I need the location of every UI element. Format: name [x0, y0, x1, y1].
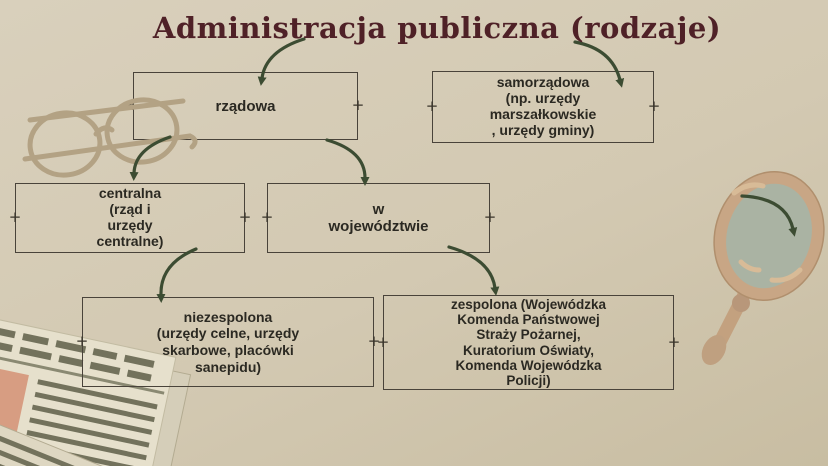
connector-anchor-icon: + — [647, 96, 661, 115]
page-title: Administracja publiczna (rodzaje) — [152, 11, 722, 45]
connector-anchor-icon: + — [367, 331, 381, 350]
node-centralna: + centralna (rząd i urzędy centralne) + — [9, 183, 251, 253]
connector-anchor-icon: + — [351, 95, 365, 114]
connector-anchor-icon: + — [425, 96, 439, 115]
connector-anchor-icon: + — [483, 207, 497, 226]
mirror-handle — [712, 284, 753, 351]
node-niezespolona-label: niezespolona (urzędy celne, urzędy skarb… — [156, 308, 300, 375]
node-w-wojewodztwie: + w województwie + — [261, 183, 496, 253]
connector-anchor-icon: + — [667, 332, 681, 351]
arrow-wojewodztwie-to-zespolona — [447, 245, 500, 296]
decorative-arrow-on-mirror — [740, 194, 798, 237]
node-zespolona-label: zespolona (Wojewódzka Komenda Państwowej… — [450, 297, 607, 388]
hand-mirror-illustration — [701, 171, 825, 366]
node-rzadowa: + rządowa + — [127, 72, 364, 140]
arrow-rzadowa-to-wojewodztwie — [325, 138, 370, 186]
node-zespolona: + zespolona (Wojewódzka Komenda Państwow… — [377, 295, 680, 390]
mirror-glass — [726, 183, 812, 289]
node-niezespolona: + niezespolona (urzędy celne, urzędy ska… — [76, 297, 380, 387]
newspaper-photo — [0, 355, 29, 466]
connector-anchor-icon: + — [376, 332, 390, 351]
node-w-wojewodztwie-label: w województwie — [328, 200, 429, 235]
connector-anchor-icon: + — [238, 207, 252, 226]
connector-anchor-icon: + — [75, 331, 89, 350]
connector-anchor-icon: + — [8, 207, 22, 226]
node-samorzadowa: + samorządowa (np. urzędy marszałkowskie… — [426, 71, 660, 143]
node-samorzadowa-label: samorządowa (np. urzędy marszałkowskie ,… — [489, 74, 597, 138]
arrow-centralna-to-niezespolona — [156, 247, 198, 303]
arrow-rzadowa-to-centralna — [129, 135, 172, 181]
connector-anchor-icon: + — [260, 207, 274, 226]
mirror-ornaments — [731, 182, 803, 283]
node-centralna-label: centralna (rząd i urzędy centralne) — [96, 185, 164, 249]
node-rzadowa-label: rządowa — [215, 97, 276, 115]
newspaper-sheet-corner — [0, 407, 145, 466]
connector-anchor-icon: + — [126, 95, 140, 114]
mirror-frame — [713, 171, 825, 301]
